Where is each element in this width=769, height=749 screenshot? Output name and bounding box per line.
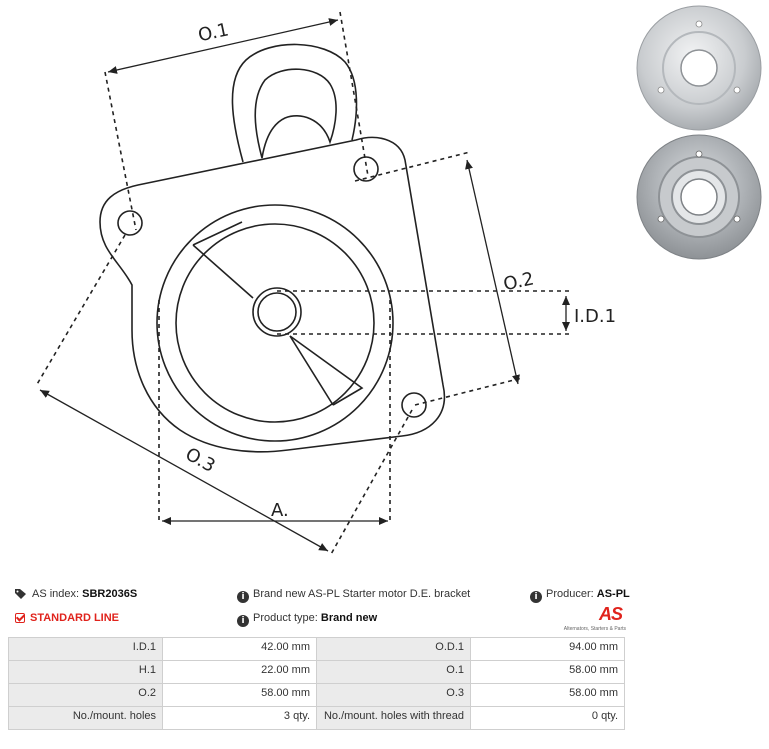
dim-line-od1 — [107, 18, 339, 74]
as-pl-logo: AS Alternators, Starters & Parts — [564, 604, 626, 632]
spec-key: No./mount. holes — [8, 706, 163, 730]
product-type-label: Product type: — [253, 612, 318, 624]
bracket-photo-back — [636, 5, 762, 131]
product-type: i Product type: Brand new — [237, 612, 377, 627]
bracket-top-loop-inner — [254, 68, 337, 159]
section-cut — [192, 221, 334, 406]
spec-key: I.D.1 — [8, 637, 163, 661]
table-row: No./mount. holes 3 qty. No./mount. holes… — [8, 706, 625, 730]
check-square-icon — [15, 613, 25, 623]
spec-key: H.1 — [8, 660, 163, 684]
info-icon: i — [530, 591, 542, 603]
mount-hole-bottom-right — [401, 392, 427, 418]
as-index-value: SBR2036S — [82, 588, 138, 600]
spec-key: O.2 — [8, 683, 163, 707]
logo-subtitle: Alternators, Starters & Parts — [563, 626, 626, 632]
bearing-hole-outer — [252, 287, 302, 337]
dim-line-od2 — [465, 159, 520, 385]
spec-value: 0 qty. — [470, 706, 625, 730]
label-id1: I.D.1 — [574, 306, 616, 327]
spec-value: 58.00 mm — [470, 683, 625, 707]
spec-value: 22.00 mm — [162, 660, 317, 684]
spec-value: 58.00 mm — [162, 683, 317, 707]
spec-value: 94.00 mm — [470, 637, 625, 661]
spec-key: O.D.1 — [316, 637, 471, 661]
info-icon: i — [237, 591, 249, 603]
outer-bearing-ring — [156, 204, 394, 442]
spec-key: No./mount. holes with thread — [316, 706, 471, 730]
bracket-photo-front — [636, 134, 762, 260]
spec-table: I.D.1 42.00 mm O.D.1 94.00 mm H.1 22.00 … — [8, 637, 625, 730]
spec-value: 58.00 mm — [470, 660, 625, 684]
bracket-technical-drawing: O.1 O.2 O.3 I.D.1 A. — [35, 11, 616, 557]
mount-hole-top-right — [353, 156, 379, 182]
product-type-value: Brand new — [320, 612, 378, 624]
producer-value: AS-PL — [596, 588, 630, 600]
table-row: O.2 58.00 mm O.3 58.00 mm — [8, 683, 625, 707]
spec-value: 3 qty. — [162, 706, 317, 730]
mount-hole-left — [117, 210, 143, 236]
info-icon: i — [237, 615, 249, 627]
tags-icon — [15, 589, 26, 599]
label-od1: O.1 — [196, 19, 230, 46]
as-index-label: AS index: — [32, 588, 80, 600]
spec-value: 42.00 mm — [162, 637, 317, 661]
description: i Brand new AS-PL Starter motor D.E. brac… — [237, 588, 470, 603]
label-od2: O.2 — [502, 268, 536, 295]
producer-label: Producer: — [546, 588, 594, 600]
spec-key: O.3 — [316, 683, 471, 707]
bracket-outline — [99, 136, 446, 453]
dim-line-od3 — [39, 389, 329, 552]
spec-key: O.1 — [316, 660, 471, 684]
producer: i Producer: AS-PL — [530, 588, 630, 603]
standard-line: STANDARD LINE — [15, 612, 119, 624]
label-a: A. — [271, 500, 289, 521]
bearing-hole-inner — [257, 292, 297, 332]
as-index: AS index: SBR2036S — [15, 588, 137, 600]
table-row: H.1 22.00 mm O.1 58.00 mm — [8, 660, 625, 684]
standard-line-label: STANDARD LINE — [30, 612, 120, 624]
product-photos — [636, 5, 762, 260]
inner-bearing-ring — [175, 223, 375, 423]
table-row: I.D.1 42.00 mm O.D.1 94.00 mm — [8, 637, 625, 661]
logo-text: AS — [598, 604, 623, 624]
description-text: Brand new AS-PL Starter motor D.E. brack… — [253, 588, 471, 600]
